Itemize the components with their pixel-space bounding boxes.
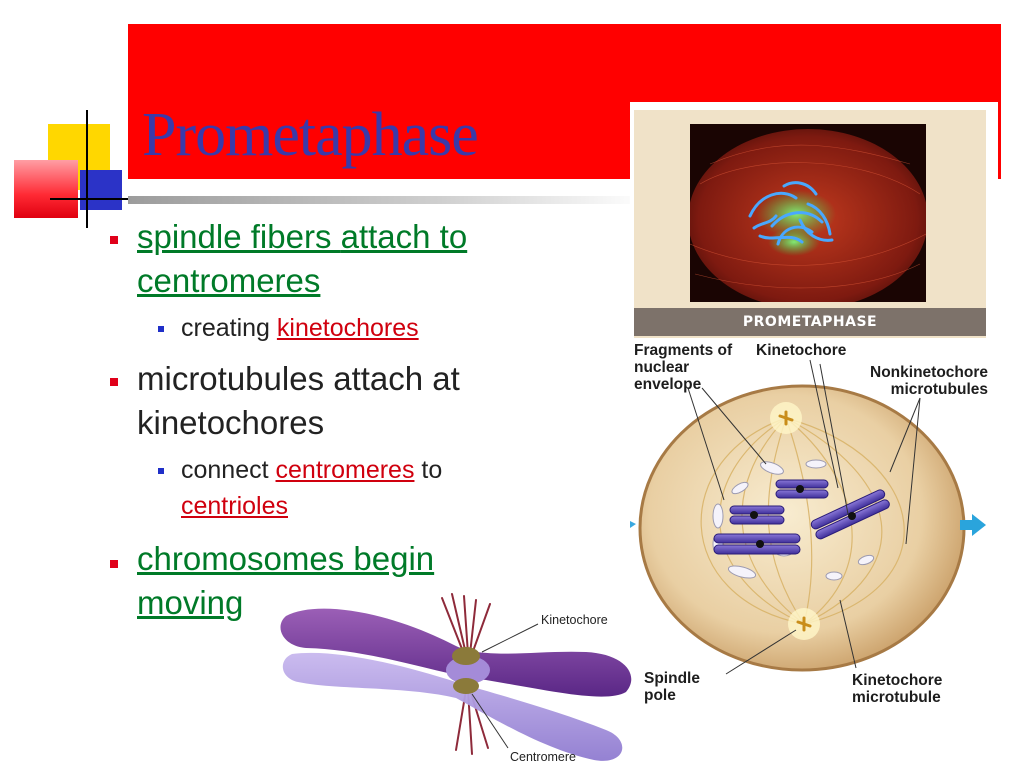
- sub-bullet-marker: [158, 326, 164, 332]
- bullet-3: chromosomes begin moving: [137, 537, 477, 625]
- bullet-marker: [110, 560, 118, 568]
- link-chromosomes-begin-moving[interactable]: chromosomes begin moving: [137, 540, 435, 621]
- label-kinetochore: Kinetochore: [756, 342, 847, 359]
- sub-text: to: [414, 456, 443, 484]
- title-divider: [128, 196, 648, 204]
- label-kinetochore-microtubule: Kinetochore microtubule: [852, 672, 943, 706]
- sub-text: connect: [181, 456, 276, 484]
- prometaphase-cell-diagram: [630, 359, 986, 675]
- bullet-1: spindle fibers attach to centromeres: [137, 215, 527, 303]
- label-spindle-pole: Spindle pole: [644, 670, 700, 704]
- label-chromosome-centromere: Centromere: [510, 750, 576, 764]
- link-kinetochores[interactable]: kinetochores: [276, 314, 419, 342]
- bullet-marker: [110, 378, 118, 386]
- bullet-1-sub-1: creating kinetochores: [181, 310, 521, 346]
- bullet-2-sub-1: connect centromeres to centrioles: [181, 452, 526, 524]
- label-nonkinetochore-microtubules: Nonkinetochore microtubules: [870, 364, 988, 398]
- link-centrioles[interactable]: centrioles: [181, 492, 288, 520]
- sub-text: creating: [181, 314, 277, 342]
- bullet-2: microtubules attach at kinetochores: [137, 360, 460, 441]
- chromosome-diagram: [280, 593, 632, 761]
- label-fragments-nuclear-envelope: Fragments of nuclear envelope: [634, 342, 733, 393]
- bullet-marker: [110, 236, 118, 244]
- micrograph-label: PROMETAPHASE: [742, 314, 878, 330]
- link-centromeres[interactable]: centromeres: [275, 456, 415, 484]
- decorative-vertical-line: [86, 110, 88, 228]
- sub-bullet-marker: [158, 468, 164, 474]
- micrograph-label-bar: [634, 308, 986, 336]
- label-chromosome-kinetochore: Kinetochore: [541, 613, 608, 627]
- prometaphase-micrograph: [690, 124, 926, 302]
- slide-title: Prometaphase: [142, 101, 479, 169]
- link-attach-to-centromeres[interactable]: attach to centromeres: [137, 218, 468, 299]
- decorative-horizontal-line: [50, 198, 140, 200]
- decorative-pink-square: [14, 160, 78, 218]
- link-spindle-fibers[interactable]: spindle fibers: [137, 218, 341, 255]
